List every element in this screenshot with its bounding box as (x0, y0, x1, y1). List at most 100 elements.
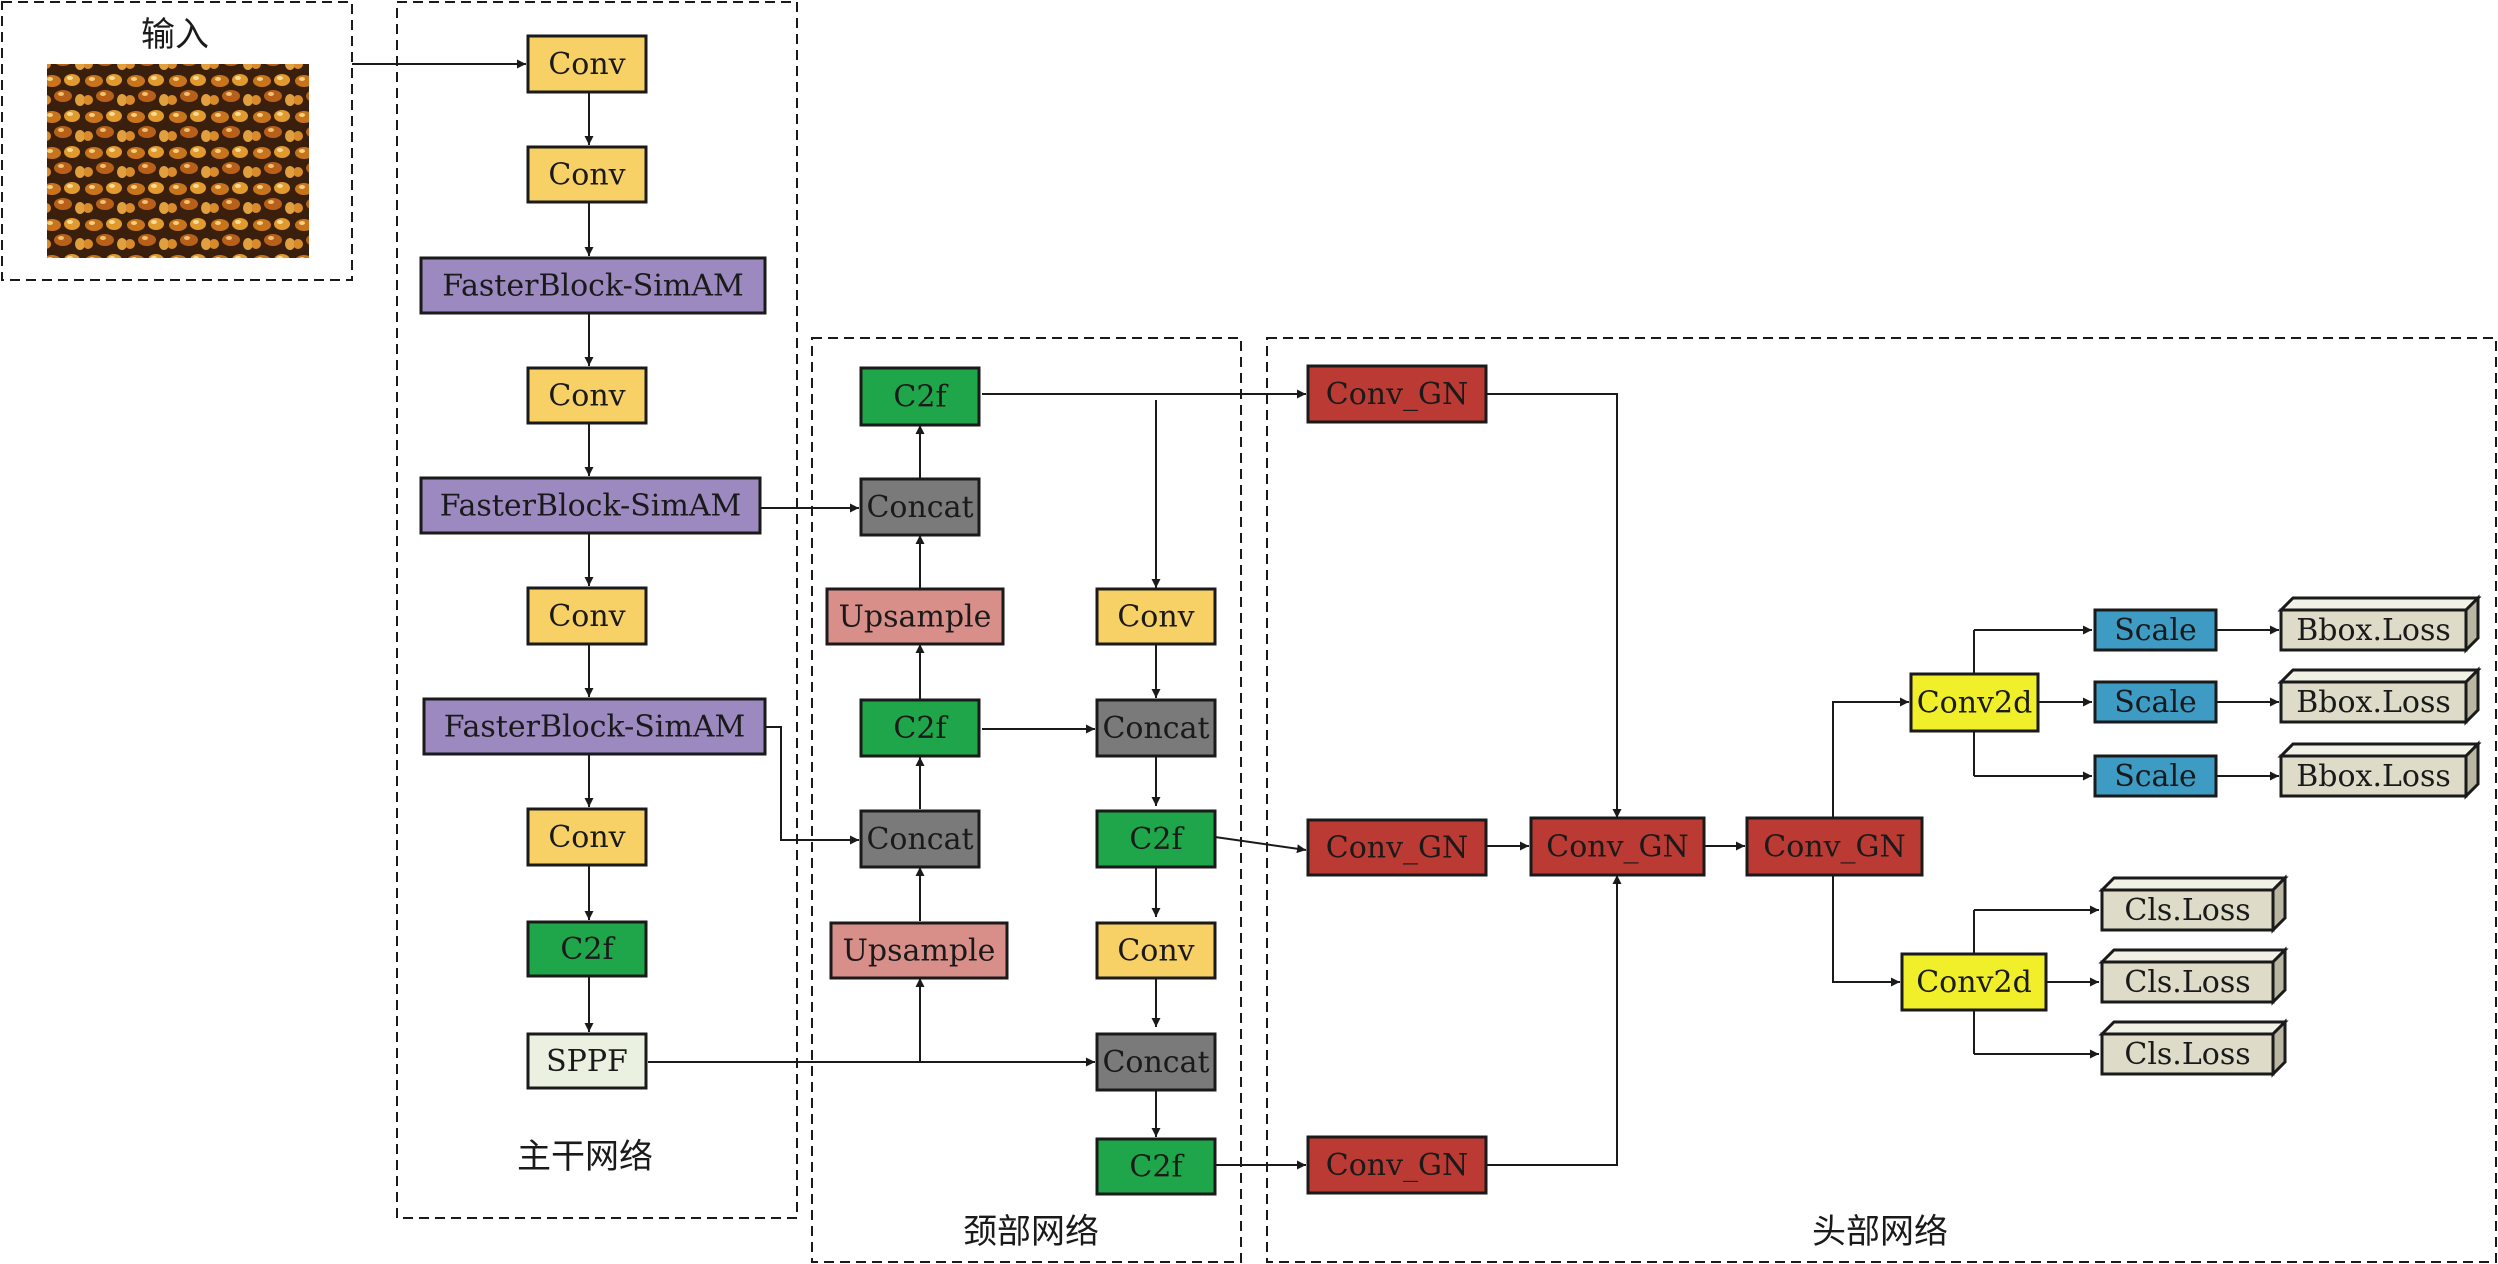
faster-box (422, 697, 767, 756)
loss-box (2100, 1032, 2275, 1076)
node-label: Scale (2114, 685, 2197, 720)
node-l2: Bbox.Loss (2277, 666, 2482, 726)
head-frame (1266, 337, 2497, 1263)
node-s3: Scale (2093, 754, 2218, 798)
node-label: Conv (1117, 600, 1194, 635)
loss-box-top (2098, 876, 2289, 892)
c2f-box (859, 698, 981, 758)
node-label: SPPF (546, 1044, 628, 1079)
node-label: Bbox.Loss (2296, 685, 2451, 720)
node-label: C2f (560, 932, 615, 967)
neck-frame (811, 337, 1242, 1263)
node-label: C2f (893, 380, 948, 415)
nodes-layer: ConvConvFasterBlock-SimAMConvFasterBlock… (419, 34, 2482, 1196)
node-label: Conv2d (1917, 686, 2033, 721)
node-b8: Conv (526, 807, 648, 867)
node-label: C2f (1129, 822, 1184, 857)
conv-gn-box (1745, 816, 1924, 877)
conv-box (526, 366, 648, 425)
node-label: Bbox.Loss (2296, 759, 2451, 794)
node-label: Concat (866, 822, 973, 857)
node-n7: Conv (1095, 587, 1217, 646)
loss-box (2100, 960, 2275, 1004)
node-l4: Cls.Loss (2098, 874, 2289, 934)
node-label: Conv (1117, 934, 1194, 969)
node-l5: Cls.Loss (2098, 946, 2289, 1006)
node-label: Conv2d (1916, 965, 2032, 1000)
node-label: Conv_GN (1326, 377, 1469, 412)
node-h7: Conv2d (1900, 952, 2048, 1012)
node-h2: Conv_GN (1306, 818, 1488, 877)
sppf-box (526, 1032, 648, 1090)
upsample-box (825, 587, 1005, 646)
node-n1: C2f (859, 366, 981, 427)
c2f-box (1095, 1137, 1217, 1196)
corn-kernels-image (47, 64, 309, 258)
node-h1: Conv_GN (1306, 364, 1488, 424)
faster-box (419, 256, 767, 315)
node-l1: Bbox.Loss (2277, 594, 2482, 654)
node-n3: Upsample (825, 587, 1005, 646)
concat-box (859, 809, 981, 869)
conv-box (526, 586, 648, 646)
node-l6: Cls.Loss (2098, 1018, 2289, 1078)
node-label: Upsample (839, 600, 992, 635)
concat-box (1095, 698, 1217, 758)
conv-gn-box (1306, 364, 1488, 424)
node-n11: Concat (1095, 1032, 1217, 1092)
node-label: FasterBlock-SimAM (440, 489, 741, 524)
conv-box (1095, 587, 1217, 646)
loss-box-top (2277, 668, 2482, 684)
node-b2: Conv (526, 145, 648, 204)
conv-gn-box (1306, 818, 1488, 877)
node-label: C2f (893, 711, 948, 746)
scale-box (2093, 680, 2218, 724)
loss-box-top (2098, 948, 2289, 964)
node-label: Conv_GN (1326, 831, 1469, 866)
conv-box (526, 34, 648, 94)
concat-box (859, 477, 981, 537)
node-b7: FasterBlock-SimAM (422, 697, 767, 756)
conv2d-box (1900, 952, 2048, 1012)
node-label: Conv_GN (1326, 1148, 1469, 1183)
node-b10: SPPF (526, 1032, 648, 1090)
conv-box (526, 145, 648, 204)
upsample-box (829, 921, 1009, 980)
connections (352, 59, 2279, 1170)
loss-box-top (2277, 596, 2482, 612)
node-n8: Concat (1095, 698, 1217, 758)
concat-box (1095, 1032, 1217, 1092)
scale-box (2093, 754, 2218, 798)
node-label: Conv (548, 820, 625, 855)
node-label: C2f (1129, 1150, 1184, 1185)
input-frame (1, 1, 353, 281)
neck-label: 颈部网络 (963, 1212, 1099, 1252)
node-n2: Concat (859, 477, 981, 537)
loss-box-top (2277, 742, 2482, 758)
node-n5: Concat (859, 809, 981, 869)
conv-box (1095, 921, 1217, 980)
node-h6: Conv2d (1909, 672, 2040, 733)
node-label: Concat (1102, 1045, 1209, 1080)
conv2d-box (1909, 672, 2040, 733)
node-b6: Conv (526, 586, 648, 646)
conv-gn-box (1529, 816, 1706, 877)
node-label: FasterBlock-SimAM (444, 710, 745, 745)
backbone-frame (396, 1, 798, 1219)
node-label: Bbox.Loss (2296, 613, 2451, 648)
node-n10: Conv (1095, 921, 1217, 980)
node-h3: Conv_GN (1306, 1135, 1488, 1195)
node-h4: Conv_GN (1529, 816, 1706, 877)
node-s2: Scale (2093, 680, 2218, 724)
node-n12: C2f (1095, 1137, 1217, 1196)
conv-box (526, 807, 648, 867)
c2f-box (526, 920, 648, 978)
node-label: FasterBlock-SimAM (442, 269, 743, 304)
loss-box (2279, 680, 2468, 724)
node-label: Conv (548, 47, 625, 82)
loss-box (2279, 608, 2468, 652)
scale-box (2093, 608, 2218, 652)
conv-gn-box (1306, 1135, 1488, 1195)
c2f-box (1095, 809, 1217, 869)
